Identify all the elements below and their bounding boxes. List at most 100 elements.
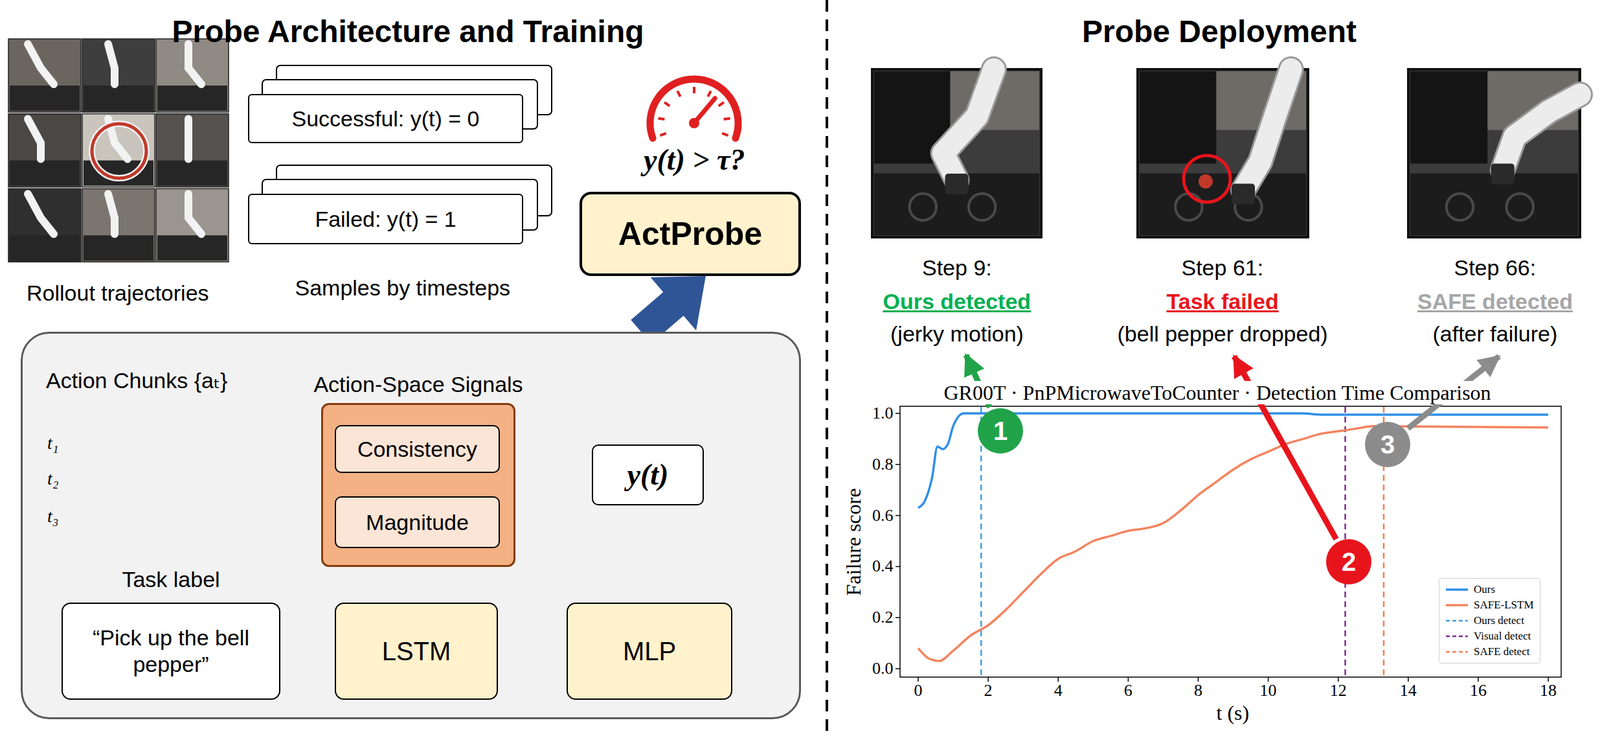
x-tick (1127, 676, 1130, 682)
gauge-tick (721, 133, 728, 136)
step-caption: Step 9: (922, 255, 992, 281)
chart-title: GR00T · PnPMicrowaveToCounter · Detectio… (941, 380, 1494, 405)
axis-title: Failure score (841, 487, 866, 596)
probe-box: ActProbe (579, 191, 801, 276)
panel-divider (825, 0, 829, 738)
scene-appliance (1410, 71, 1488, 164)
callout-number: 2 (1325, 538, 1373, 585)
node-label: Successful: y(t) = 0 (291, 105, 480, 133)
legend-entry: Ours detect (1445, 612, 1534, 629)
line-chart (895, 405, 1562, 682)
chart-legend: OursSAFE-LSTMOurs detectVisual detectSAF… (1438, 577, 1541, 664)
robot-arm (1243, 69, 1292, 190)
tick-label: 0.2 (872, 607, 894, 627)
gauge-hub (688, 117, 700, 129)
legend-text: Ours (1473, 582, 1496, 596)
legend-entry: SAFE-LSTM (1445, 597, 1534, 613)
step-caption: Step 61: (1181, 255, 1264, 281)
tick-label: 8 (1194, 680, 1203, 700)
tick-label: 0.8 (872, 454, 894, 474)
rollout-counter (83, 85, 154, 111)
time-step: t₂ (47, 468, 59, 489)
gauge-tick (659, 133, 666, 136)
callout-number: 3 (1364, 420, 1411, 468)
stove-burner (1506, 193, 1534, 221)
caption: Samples by timesteps (295, 275, 511, 301)
stove-burner (1175, 193, 1202, 221)
robot-gripper (1231, 183, 1255, 204)
robot-arm (188, 193, 202, 234)
robot-arm-outline (943, 69, 994, 181)
gauge-tick (692, 86, 696, 94)
callout-disc (977, 407, 1024, 454)
node-label: LSTM (382, 635, 452, 667)
legend-sample (1445, 616, 1469, 625)
robot-arm (27, 44, 54, 85)
gauge-tick (707, 90, 711, 97)
robot-arm (27, 193, 54, 234)
legend-line (1445, 619, 1468, 622)
legend-line (1445, 587, 1468, 591)
detection-line (980, 406, 983, 677)
legend-sample (1445, 600, 1469, 609)
photo-frame (872, 69, 1042, 237)
tick-label: 2 (984, 680, 993, 700)
y-tick (895, 412, 901, 414)
x-tick (917, 676, 919, 682)
x-tick (1337, 676, 1340, 682)
robot-gripper (1491, 163, 1515, 184)
tick-label: 18 (1539, 680, 1557, 700)
photo-frame (1137, 69, 1308, 237)
gauge-tick (718, 102, 724, 107)
rollout-counter (157, 235, 228, 261)
x-tick (1057, 676, 1059, 682)
y-tick (895, 463, 901, 465)
panel-heading: Probe Deployment (1081, 13, 1357, 50)
rollout-counter (9, 85, 80, 111)
lstm-box: LSTM (334, 602, 498, 700)
gauge-tick (677, 90, 681, 97)
node-label: Magnitude (365, 508, 469, 536)
callout-disc (1364, 421, 1411, 467)
step-note: (after failure) (1432, 321, 1558, 347)
sample-card: Successful: y(t) = 0 (247, 93, 524, 144)
legend-entry: SAFE detect (1445, 643, 1534, 660)
stove-burner (1446, 193, 1474, 221)
y-tick (895, 616, 901, 618)
signals-box: ConsistencyMagnitudeAction-Space Signals (321, 402, 516, 567)
legend-entry: Ours (1445, 581, 1534, 598)
legend-text: Visual detect (1473, 629, 1531, 643)
node-label: y(t) (627, 456, 669, 493)
mlp-box: MLP (566, 602, 733, 700)
time-step: t₃ (47, 505, 59, 527)
rollout-tile (82, 113, 155, 188)
signal-box: Magnitude (334, 495, 500, 548)
legend-line (1445, 603, 1468, 607)
rollout-tile (8, 113, 81, 188)
stove-burner (968, 193, 996, 221)
rollout-tile (156, 38, 229, 113)
tick-label: 0.6 (872, 505, 894, 526)
rollout-counter (83, 235, 154, 261)
axis-title: t (s) (1216, 700, 1250, 725)
tick-label: 0.4 (872, 556, 894, 576)
highlight-ring (91, 123, 147, 179)
tick-label: 0 (914, 680, 923, 700)
time-step: t₁ (47, 432, 59, 454)
node-label: 1 (993, 415, 1008, 447)
legend-line (1445, 635, 1468, 638)
node-heading: Action Chunks {aₜ} (45, 367, 228, 394)
tick-label: 4 (1054, 680, 1063, 700)
legend-text: Ours detect (1473, 613, 1525, 627)
tick-label: 6 (1124, 680, 1133, 700)
robot-arm-outline (1243, 69, 1292, 190)
tick-label: 0.0 (872, 658, 894, 678)
rollout-counter (157, 160, 228, 186)
x-tick (1547, 676, 1549, 682)
threshold-test: y(t) > τ? (643, 143, 745, 178)
tick-label: 12 (1329, 680, 1347, 700)
sample-card: Failed: y(t) = 1 (247, 193, 524, 245)
robot-arm (1502, 94, 1580, 171)
robot-arm-outline (1502, 94, 1580, 171)
legend-sample (1445, 647, 1469, 656)
